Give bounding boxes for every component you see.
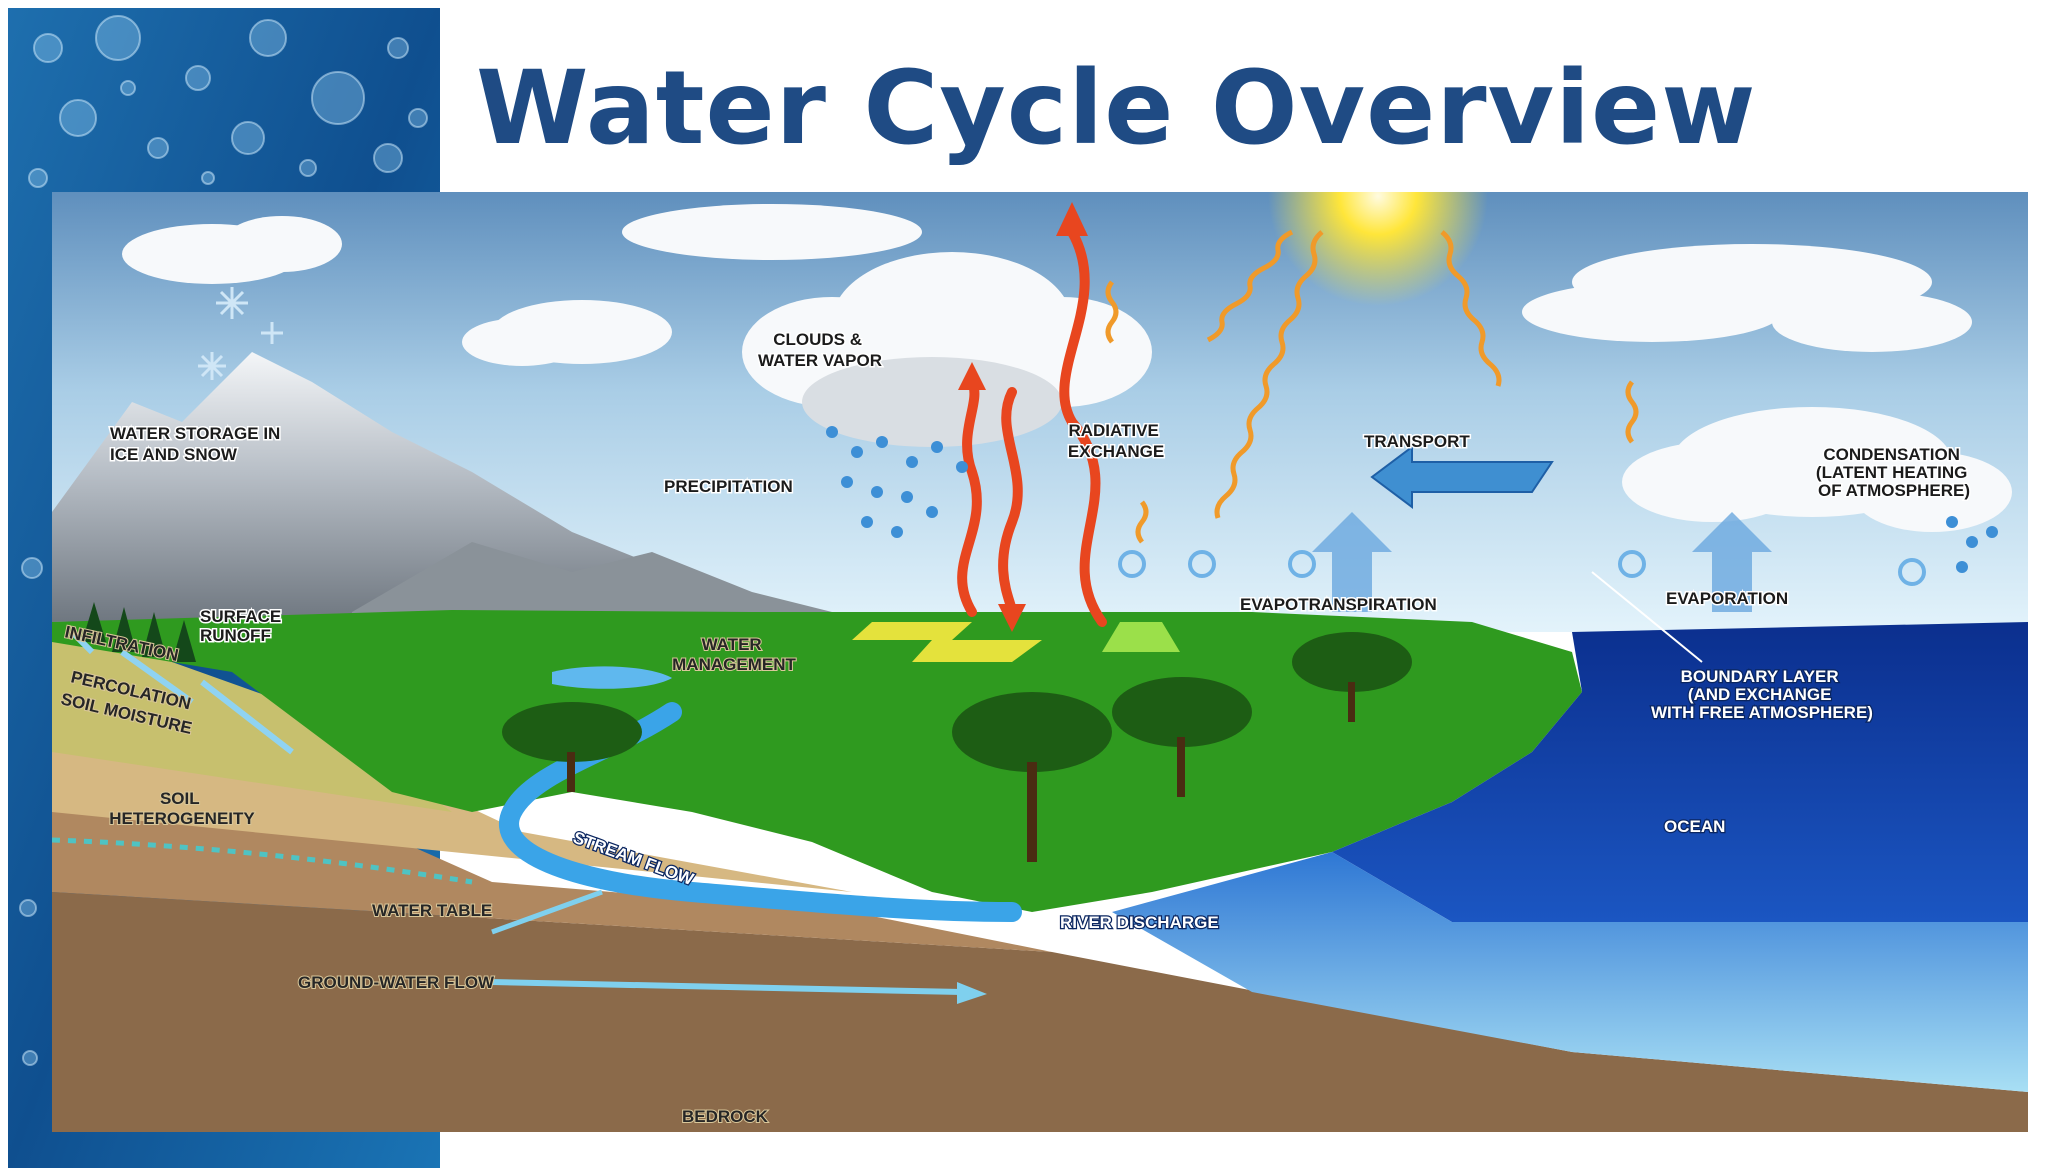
label-radiative-exchange: RADIATIVE EXCHANGE <box>1068 421 1164 461</box>
snowflake-icons <box>198 287 283 380</box>
precipitation-drops <box>826 426 1998 573</box>
radiative-exchange-arrows <box>957 227 1107 627</box>
vapor-swirls <box>1118 550 1926 586</box>
water-table-flow-arrow <box>491 889 603 935</box>
snowy-mountain <box>52 352 812 622</box>
water-cycle-diagram: CLOUDS & WATER VAPOR WATER STORAGE IN IC… <box>52 192 2028 1132</box>
label-bedrock: BEDROCK <box>682 1107 769 1126</box>
upward-radiation-arrow <box>1059 227 1107 627</box>
label-water-management: WATER MANAGEMENT <box>672 635 796 674</box>
bedrock-layer <box>52 892 2028 1132</box>
slide-title: Water Cycle Overview <box>476 49 1757 168</box>
longwave-up-arrowhead <box>958 362 986 390</box>
transport-arrow <box>1370 445 1554 509</box>
label-clouds-water-vapor: CLOUDS & WATER VAPOR <box>758 330 882 370</box>
label-ocean: OCEAN <box>1664 817 1725 836</box>
label-river-discharge: RIVER DISCHARGE <box>1060 913 1219 932</box>
label-ground-water-flow: GROUND-WATER FLOW <box>298 973 495 992</box>
label-water-table: WATER TABLE <box>372 901 492 920</box>
clouds <box>122 204 2012 532</box>
label-evapotranspiration: EVAPOTRANSPIRATION <box>1240 595 1437 614</box>
longwave-down-arrow <box>998 387 1023 617</box>
mountain-range <box>352 542 872 632</box>
evapotranspiration-arrow <box>1312 512 1392 612</box>
up-arrowhead <box>1056 202 1088 236</box>
label-precipitation: PRECIPITATION <box>664 477 793 496</box>
longwave-down-arrowhead <box>998 604 1026 632</box>
infiltration-arrows <box>69 629 294 755</box>
field-patches <box>852 622 1042 662</box>
label-soil-heterogeneity: SOIL HETEROGENEITY <box>109 789 255 828</box>
lake <box>552 666 672 689</box>
evaporation-arrow <box>1692 512 1772 612</box>
longwave-up-arrow <box>957 377 982 617</box>
trees <box>82 602 1412 862</box>
ground-water-flow-arrow <box>491 979 963 995</box>
label-evaporation: EVAPORATION <box>1666 589 1788 608</box>
label-water-storage: WATER STORAGE IN ICE AND SNOW <box>110 424 285 464</box>
ground-water-flow-arrowhead <box>957 982 987 1004</box>
green-field <box>1102 622 1180 652</box>
label-condensation: CONDENSATION (LATENT HEATING OF ATMOSPHE… <box>1816 445 1972 500</box>
label-surface-runoff: SURFACE RUNOFF <box>200 607 286 645</box>
label-boundary-layer: BOUNDARY LAYER (AND EXCHANGE WITH FREE A… <box>1651 667 1873 722</box>
ocean <box>1332 622 2028 922</box>
boundary-layer-line <box>1591 571 1703 663</box>
solar-radiation-waves <box>1105 229 1639 544</box>
water-table-line <box>52 837 473 885</box>
ocean-cross-section <box>1112 852 2028 1092</box>
sun <box>1268 192 1488 306</box>
label-transport: TRANSPORT <box>1364 432 1470 451</box>
